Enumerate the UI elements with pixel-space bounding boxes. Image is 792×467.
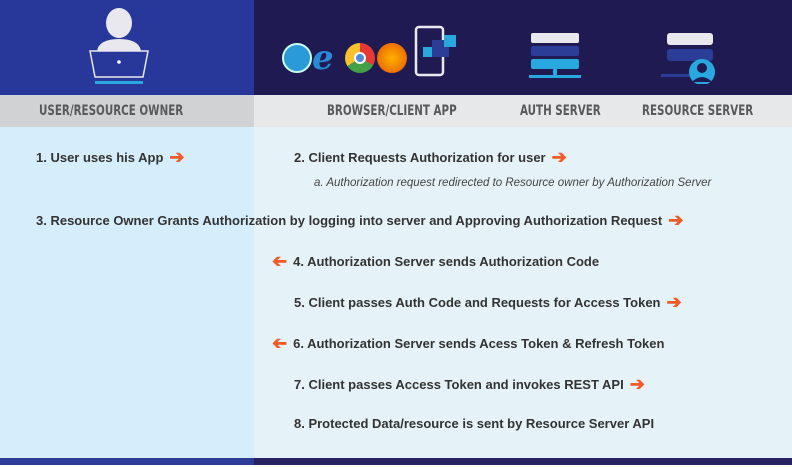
- user-lane: [0, 127, 254, 458]
- step-text: 5. Client passes Auth Code and Requests …: [294, 294, 661, 310]
- arrow-left-icon: ➔: [272, 251, 288, 271]
- step-text: 2. Client Requests Authorization for use…: [294, 149, 546, 165]
- step-text: 4. Authorization Server sends Authorizat…: [293, 253, 600, 269]
- column-label-client: BROWSER/CLIENT APP: [327, 103, 457, 119]
- user-laptop-icon: [89, 8, 149, 84]
- arrow-right-icon: ➔: [551, 147, 567, 167]
- column-band-left: [0, 95, 254, 127]
- auth-server-icon: [529, 33, 581, 78]
- step-7: 7. Client passes Access Token and invoke…: [294, 375, 651, 393]
- column-label-auth: AUTH SERVER: [520, 103, 601, 119]
- step-1: 1. User uses his App ➔: [36, 148, 191, 166]
- step-6: ➔ 6. Authorization Server sends Acess Tok…: [272, 333, 665, 353]
- arrow-right-icon: ➔: [668, 210, 684, 230]
- step-text: 6. Authorization Server sends Acess Toke…: [293, 335, 665, 351]
- mobile-app-icon: [414, 25, 456, 77]
- ie-icon: e: [312, 38, 334, 78]
- step-2: 2. Client Requests Authorization for use…: [294, 148, 573, 166]
- column-label-user: USER/RESOURCE OWNER: [39, 103, 184, 119]
- step-text: 1. User uses his App: [36, 149, 164, 165]
- arrow-right-icon: ➔: [629, 374, 645, 394]
- step-2-note: a. Authorization request redirected to R…: [314, 177, 712, 189]
- arrow-right-icon: ➔: [169, 147, 185, 167]
- footer-bar-left: [0, 458, 254, 465]
- step-text: 7. Client passes Access Token and invoke…: [294, 376, 624, 392]
- step-text: 3. Resource Owner Grants Authorization b…: [36, 212, 663, 228]
- firefox-icon: [377, 43, 407, 73]
- step-8: 8. Protected Data/resource is sent by Re…: [294, 416, 654, 431]
- resource-server-icon: [661, 33, 715, 84]
- step-5: 5. Client passes Auth Code and Requests …: [294, 293, 688, 311]
- step-4: ➔ 4. Authorization Server sends Authoriza…: [272, 251, 600, 271]
- chrome-icon: [345, 43, 375, 73]
- safari-icon: [282, 43, 312, 73]
- footer-bar-right: [254, 458, 792, 465]
- user-header-panel: [0, 0, 254, 95]
- arrow-left-icon: ➔: [272, 333, 288, 353]
- servers-header-panel: e: [254, 0, 792, 95]
- arrow-right-icon: ➔: [666, 292, 682, 312]
- step-text: 8. Protected Data/resource is sent by Re…: [294, 416, 655, 431]
- servers-lane: [254, 127, 792, 458]
- column-band-right: [254, 95, 792, 127]
- column-label-resource: RESOURCE SERVER: [642, 103, 754, 119]
- step-3: 3. Resource Owner Grants Authorization b…: [36, 211, 689, 229]
